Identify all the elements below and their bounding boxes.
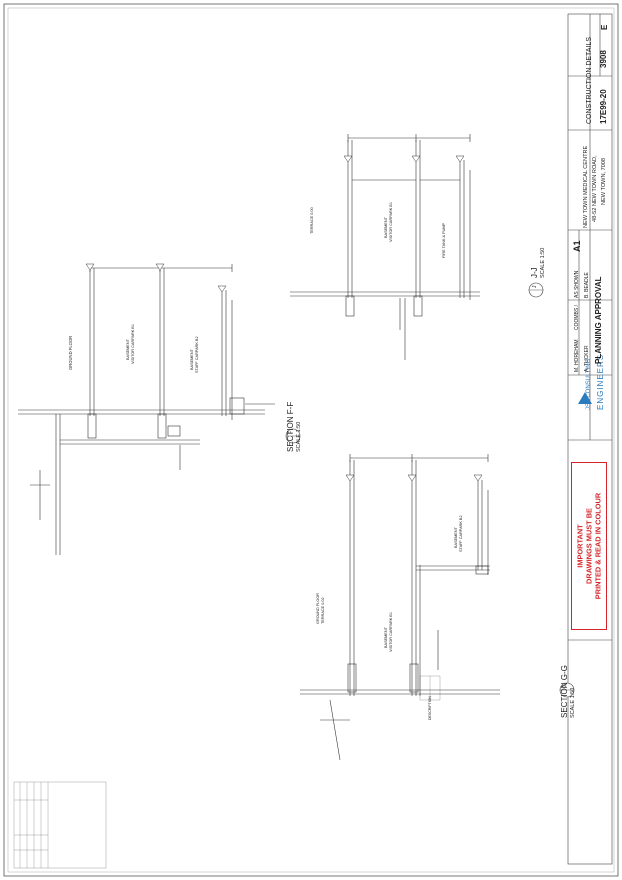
scale-value: AS SHOWN xyxy=(574,270,580,298)
sheet-size: A1 xyxy=(572,240,582,252)
project-number: 17E99-20 xyxy=(599,89,608,124)
checked-by: A. TUCKER xyxy=(584,345,590,372)
planning-status: PLANNING APPROVAL xyxy=(594,276,603,364)
label-basement-staff-gg: BASEMENT xyxy=(454,527,458,548)
colour-warning-box: IMPORTANT DRAWINGS MUST BE PRINTED & REA… xyxy=(571,462,607,630)
section-jj-title: J-J xyxy=(530,267,539,278)
warning-line-2: DRAWINGS MUST BE xyxy=(584,508,594,584)
label-basement-gg: BASEMENT xyxy=(384,627,388,648)
label-staff-carpark-gg: STAFF CARPARK B2 xyxy=(459,515,463,552)
project-line1: NEW TOWN MEDICAL CENTRE xyxy=(583,145,589,228)
label-description: DESCRIPTION xyxy=(428,696,432,720)
section-ff-title: SECTION F-F xyxy=(286,401,295,452)
warning-line-3: PRINTED & READ IN COLOUR xyxy=(593,492,603,600)
approved-by: B. BEADLE xyxy=(584,272,590,298)
label-visitor-carpark-ff: VISITOR CARPARK B1 xyxy=(131,324,135,364)
label-terrace-jj: TERRACE 0.00 xyxy=(310,207,314,234)
section-gg-tag: G xyxy=(562,684,568,688)
drawn-by-extra: COOMBS / xyxy=(574,304,580,330)
company-logo-icon xyxy=(578,392,592,404)
section-ff-tag: F xyxy=(288,430,294,434)
label-basement-jj: BASEMENT xyxy=(384,217,388,238)
label-visitor-carpark-gg: VISITOR CARPARK B1 xyxy=(389,612,393,652)
label-fire-tank: FIRE TANK & PUMP xyxy=(442,222,446,258)
project-line3: NEW TOWN, 7008 xyxy=(601,157,607,205)
label-basement-ff: BASEMENT xyxy=(126,339,130,360)
section-jj-scale: SCALE 1:50 xyxy=(540,247,546,278)
drawn-by: M. HOREHAM xyxy=(574,339,580,373)
revision-letter: E xyxy=(600,24,609,30)
section-ff-scale: SCALE 1:50 xyxy=(296,421,302,452)
section-gg-title: SECTION G-G xyxy=(560,665,569,718)
label-basement-staff-ff: BASEMENT xyxy=(190,349,194,370)
label-ground-floor-gg: GROUND FLOOR xyxy=(316,592,320,624)
label-terrace-gg: TERRACE 0.02 xyxy=(321,597,325,624)
section-gg-scale: SCALE 1:50 xyxy=(570,687,576,718)
warning-line-1: IMPORTANT xyxy=(575,524,585,568)
drawing-title: CONSTRUCTION DETAILS xyxy=(586,37,593,124)
colour-warning-text: IMPORTANT DRAWINGS MUST BE PRINTED & REA… xyxy=(576,465,603,627)
drawing-number: 3908 xyxy=(599,50,608,68)
label-ground-floor: GROUND FLOOR xyxy=(68,335,73,370)
label-visitor-carpark-jj: VISITOR CARPARK B1 xyxy=(389,202,393,242)
project-line2: 48-52 NEW TOWN ROAD, xyxy=(592,155,598,222)
label-staff-carpark-ff: STAFF CARPARK B2 xyxy=(195,336,199,373)
section-jj-tag: J xyxy=(532,285,538,289)
